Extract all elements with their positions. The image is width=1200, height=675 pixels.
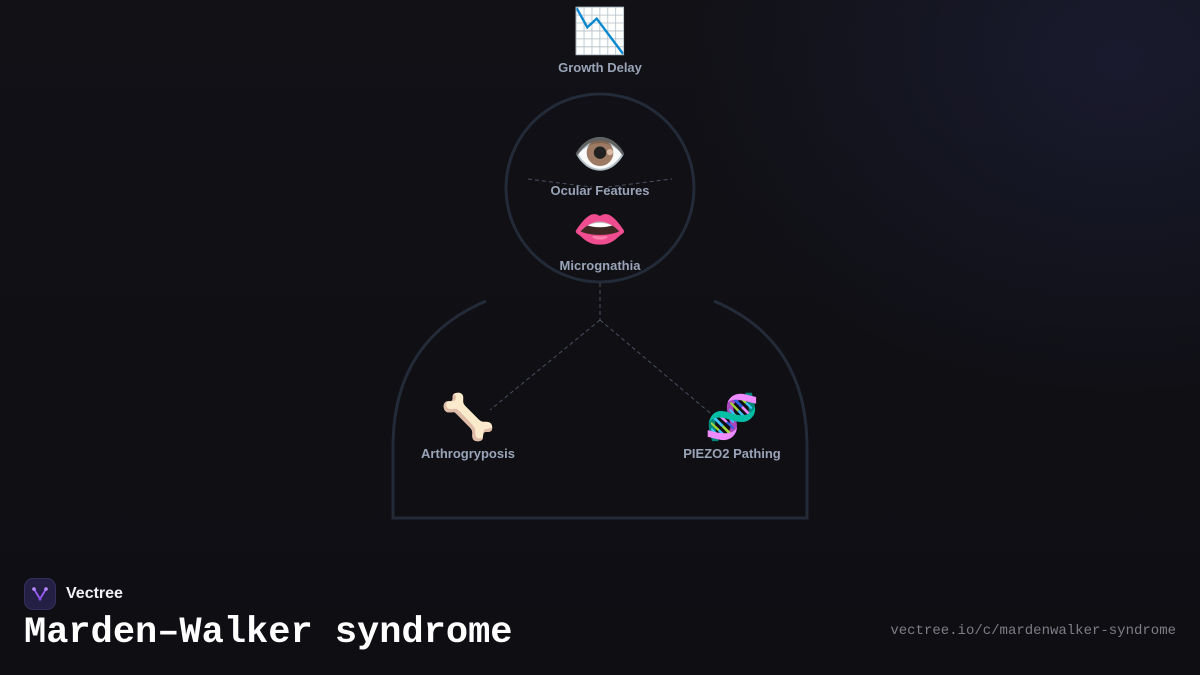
node-label-micrognathia: Micrognathia [559, 258, 641, 273]
node-ocular-features[interactable]: 👁️ Ocular Features [500, 129, 700, 199]
node-micrognathia[interactable]: 👄 Micrognathia [500, 204, 700, 274]
dna-icon: 🧬 [704, 392, 760, 443]
node-growth-delay[interactable]: 📉 Growth Delay [500, 6, 700, 76]
head-outline [504, 92, 696, 284]
bone-icon: 🦴 [440, 392, 496, 443]
node-label-piezo2-pathing: PIEZO2 Pathing [683, 446, 781, 461]
brand[interactable]: Vectree [24, 577, 123, 611]
node-label-ocular-features: Ocular Features [550, 183, 650, 198]
eye-icon: 👁️ [572, 129, 628, 180]
torso-outline [391, 299, 809, 520]
piezo2-connector [599, 319, 717, 419]
vectree-logo-icon [24, 578, 56, 610]
mouth-icon: 👄 [572, 204, 628, 255]
arthrogryposis-connector [489, 319, 601, 411]
brand-name: Vectree [66, 585, 123, 602]
page-url[interactable]: vectree.io/c/mardenwalker-syndrome [890, 623, 1176, 639]
node-piezo2-pathing[interactable]: 🧬 PIEZO2 Pathing [632, 392, 832, 462]
node-label-arthrogryposis: Arthrogryposis [421, 446, 515, 461]
page-title: Marden–Walker syndrome [24, 612, 513, 654]
ocular-connector-left [527, 178, 593, 188]
ocular-connector-right [607, 178, 673, 188]
node-arthrogryposis[interactable]: 🦴 Arthrogryposis [368, 392, 568, 462]
node-label-growth-delay: Growth Delay [558, 60, 642, 75]
chart-decreasing-icon: 📉 [572, 6, 628, 57]
